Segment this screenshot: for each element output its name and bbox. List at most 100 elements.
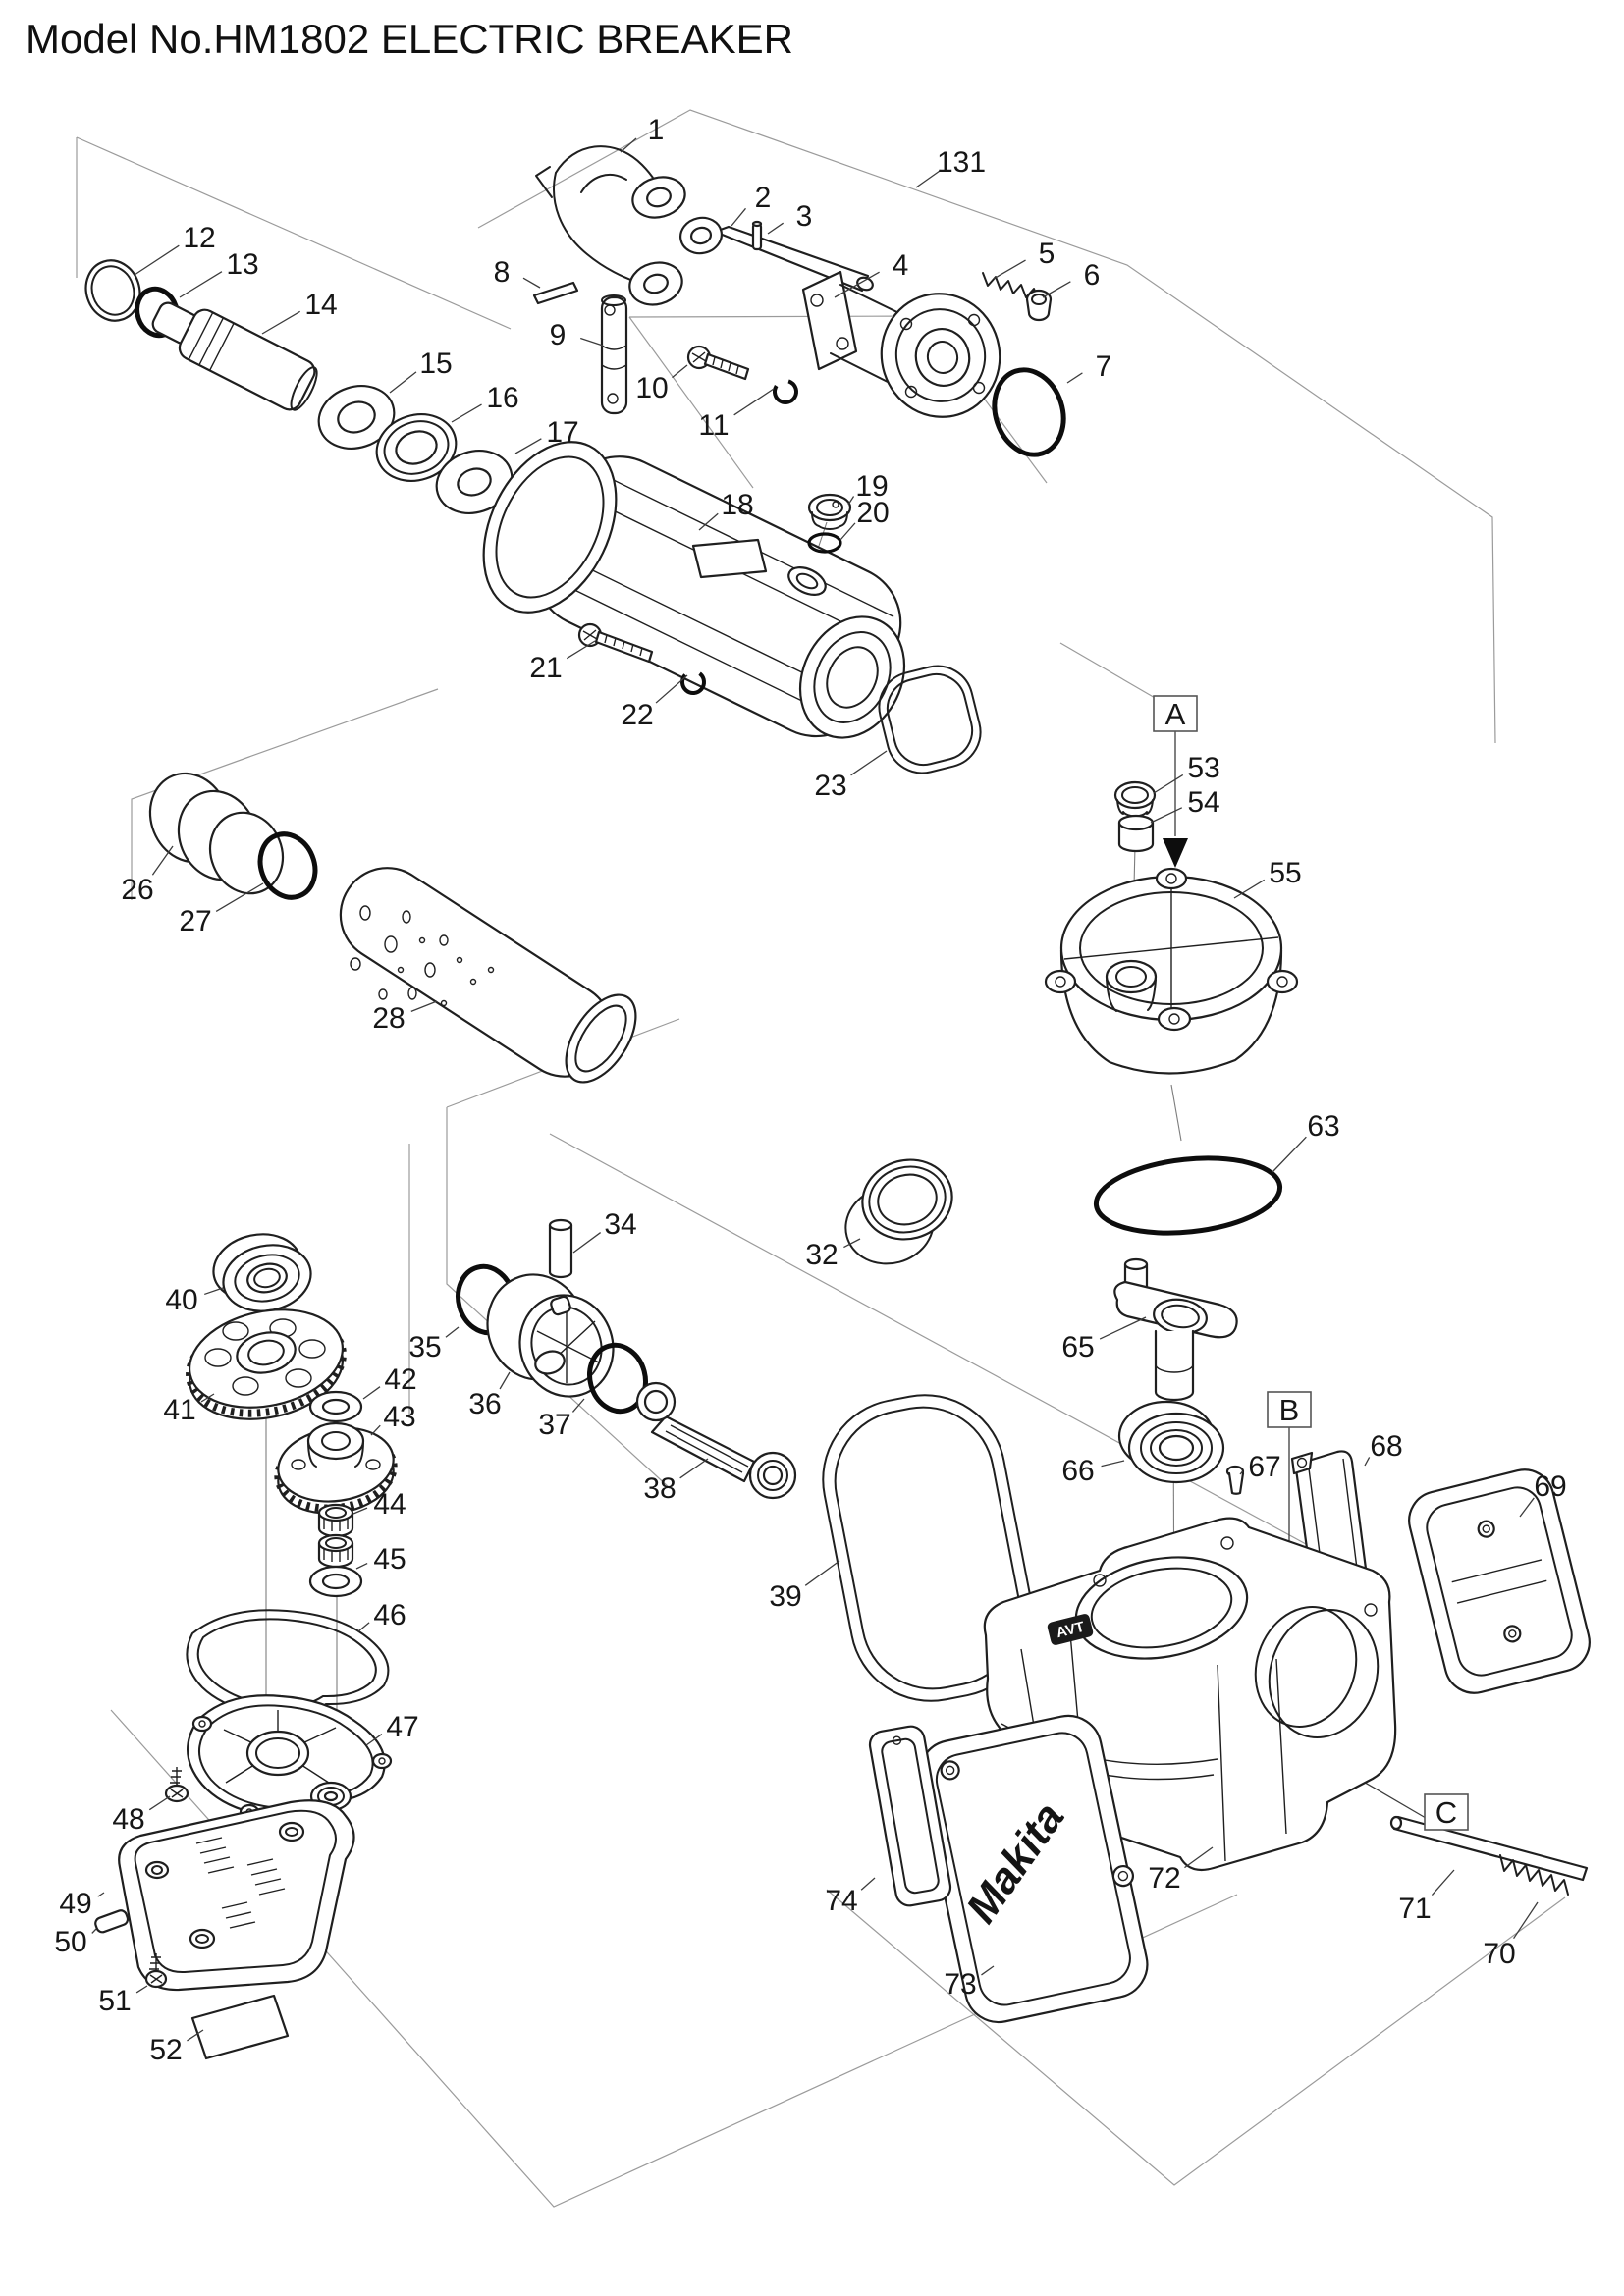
leader-line-1 — [620, 137, 637, 153]
part-18-cylinder-housing — [482, 441, 906, 739]
callout-66: 66 — [1061, 1455, 1094, 1487]
callout-38: 38 — [643, 1472, 676, 1505]
callout-22: 22 — [621, 699, 653, 731]
leader-line-5 — [993, 259, 1026, 280]
section-letter-C: C — [1435, 1795, 1457, 1830]
callout-16: 16 — [486, 382, 518, 414]
callout-2: 2 — [755, 182, 772, 214]
leader-line-45 — [355, 1562, 368, 1570]
section-box-C — [1424, 1793, 1469, 1831]
part-10-hex-bolt — [686, 345, 750, 381]
part-19-oil-cap — [807, 493, 852, 531]
part-11-lock-washer — [773, 379, 798, 404]
leader-line-52 — [187, 2029, 204, 2042]
part-54-rubber-pin — [1117, 814, 1155, 853]
part-16-seal-ring — [375, 413, 458, 482]
parts-layer: AVT Makita — [84, 145, 1591, 2060]
leader-line-68 — [1364, 1457, 1371, 1467]
callout-27: 27 — [179, 905, 211, 937]
leader-line-35 — [445, 1326, 460, 1338]
leader-line-39 — [804, 1560, 840, 1586]
part-9-striker-bar — [600, 294, 628, 415]
callout-35: 35 — [408, 1331, 441, 1363]
leader-line-34 — [572, 1232, 602, 1254]
leader-line-27 — [215, 882, 264, 913]
part-50-cushion — [94, 1909, 130, 1934]
part-38-connecting-rod — [635, 1381, 797, 1500]
leader-line-42 — [362, 1386, 381, 1400]
part-47-gear-housing-cover — [187, 1694, 393, 1821]
section-letter-A: A — [1165, 697, 1186, 731]
section-box-B — [1267, 1391, 1312, 1428]
leader-line-3 — [767, 222, 785, 235]
leader-line-4 — [834, 271, 880, 298]
leader-line-71 — [1431, 1869, 1455, 1896]
part-51-screw — [144, 1953, 168, 1989]
part-34-piston-pin — [548, 1218, 573, 1279]
leader-line-40 — [204, 1287, 224, 1296]
callout-71: 71 — [1398, 1893, 1431, 1925]
leader-line-6 — [1042, 281, 1071, 298]
part-23-gasket — [878, 665, 982, 774]
leader-line-11 — [733, 388, 775, 416]
leader-line-23 — [850, 750, 888, 776]
callout-41: 41 — [163, 1394, 195, 1426]
callout-26: 26 — [121, 874, 153, 906]
part-71-rod — [1389, 1815, 1589, 1882]
leader-line-46 — [357, 1622, 370, 1632]
callout-72: 72 — [1148, 1862, 1180, 1895]
section-letter-B: B — [1279, 1393, 1300, 1427]
leader-line-16 — [451, 403, 482, 423]
part-32-seal-sleeve — [844, 1158, 953, 1265]
callout-28: 28 — [372, 1002, 405, 1035]
callout-69: 69 — [1534, 1470, 1566, 1503]
callout-3: 3 — [796, 200, 813, 233]
callout-48: 48 — [112, 1803, 144, 1836]
leader-line-63 — [1272, 1136, 1307, 1173]
callout-65: 65 — [1061, 1331, 1094, 1363]
callout-4: 4 — [893, 249, 909, 282]
callout-73: 73 — [944, 1968, 976, 2001]
callout-5: 5 — [1039, 238, 1056, 270]
leader-line-14 — [261, 310, 301, 335]
page-title: Model No.HM1802 ELECTRIC BREAKER — [26, 16, 793, 62]
callout-67: 67 — [1248, 1451, 1280, 1483]
part-27-o-ring — [257, 831, 318, 900]
part-12-ring — [84, 259, 141, 322]
callout-18: 18 — [721, 489, 753, 521]
callout-12: 12 — [183, 222, 215, 254]
callout-42: 42 — [384, 1363, 416, 1396]
callout-11: 11 — [698, 409, 729, 442]
callout-20: 20 — [856, 497, 889, 529]
callout-70: 70 — [1483, 1938, 1515, 1970]
section-box-A — [1153, 695, 1198, 732]
part-49-crank-housing-cover — [118, 1799, 355, 1992]
callout-44: 44 — [373, 1488, 406, 1521]
part-52-name-plate — [190, 1994, 290, 2060]
callout-55: 55 — [1269, 857, 1301, 889]
part-15-washer — [317, 385, 396, 450]
callout-17: 17 — [546, 416, 578, 449]
leader-line-131 — [915, 169, 942, 188]
callout-15: 15 — [419, 347, 452, 380]
part-2-swivel-eye-bolt — [679, 216, 874, 293]
leader-line-12 — [134, 244, 180, 276]
leader-line-8 — [522, 277, 541, 289]
leader-line-10 — [672, 364, 688, 379]
part-65-crank-shaft — [1113, 1257, 1238, 1402]
leader-line-38 — [679, 1458, 709, 1479]
leader-line-15 — [389, 371, 417, 394]
leader-line-49 — [97, 1892, 105, 1897]
leader-line-20 — [839, 522, 856, 541]
part-44-needle-bearing — [317, 1503, 354, 1569]
part-53-crank-cap-plug — [1113, 780, 1157, 818]
part-66-ball-bearing — [1117, 1400, 1225, 1484]
part-43-bevel-gear — [274, 1421, 398, 1515]
part-42-flat-washer — [308, 1390, 363, 1423]
part-36-piston-head — [486, 1273, 615, 1398]
part-74-cover-plate — [868, 1725, 952, 1907]
callout-47: 47 — [386, 1711, 418, 1743]
